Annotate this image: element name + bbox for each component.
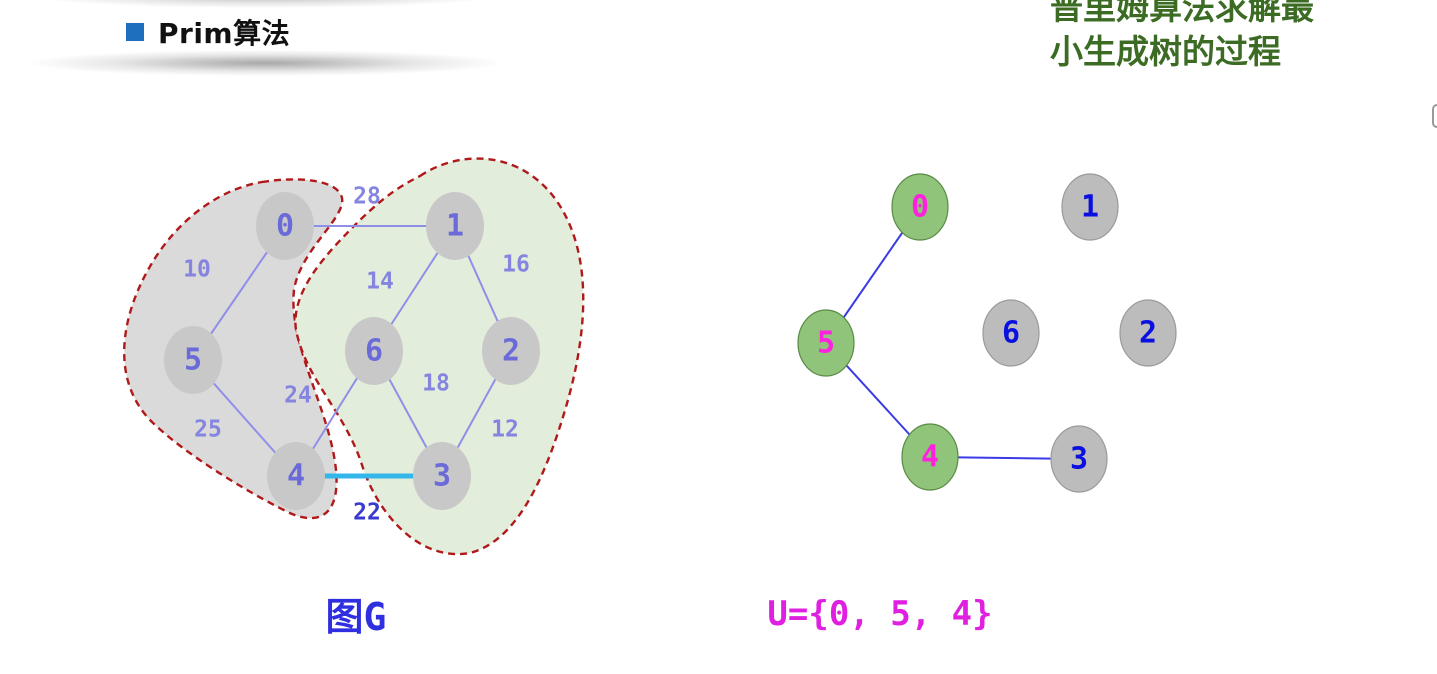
- mst-node-circle-1: [1061, 173, 1119, 241]
- mst-node-label-2: 2: [1139, 316, 1157, 351]
- mst-node-label-1: 1: [1081, 190, 1099, 225]
- graph-g-node-label-6: 6: [365, 334, 383, 369]
- mst-node-label-4: 4: [921, 440, 939, 475]
- graph-g-node-circle-5: [164, 326, 222, 394]
- caption-title-line-2: 小生成树的过程: [1050, 32, 1281, 71]
- mst-node-circle-5: [797, 309, 855, 377]
- graph-g-node-circle-4: [267, 442, 325, 510]
- mst-node-3: 3: [1050, 425, 1108, 493]
- mst-node-6: 6: [982, 299, 1040, 367]
- graph-g-node-3: 3: [413, 442, 471, 510]
- mst-node-circle-0: [891, 173, 949, 241]
- region-v-remaining: [294, 157, 585, 556]
- section-title-text: Prim算法: [158, 17, 291, 50]
- graph-g-node-circle-2: [482, 317, 540, 385]
- graph-g-edge-weight-0-5: 10: [183, 257, 211, 283]
- graph-g-node-label-2: 2: [502, 334, 520, 369]
- graph-g-node-6: 6: [345, 317, 403, 385]
- mst-node-circle-4: [901, 423, 959, 491]
- graph-g-edge-weight-0-1: 28: [353, 184, 381, 210]
- graph-g-node-label-3: 3: [433, 459, 451, 494]
- mst-node-circle-6: [982, 299, 1040, 367]
- region-u-selected: [123, 178, 344, 520]
- graph-g-node-2: 2: [482, 317, 540, 385]
- graph-g-node-label-5: 5: [184, 343, 202, 378]
- mst-node-5: 5: [797, 309, 855, 377]
- caption-title-line-1: 普里姆算法求解最: [1050, 0, 1314, 27]
- mst-node-2: 2: [1119, 299, 1177, 367]
- graph-g-node-4: 4: [267, 442, 325, 510]
- graph-g-edge-weight-4-3: 22: [353, 500, 381, 526]
- graph-g-node-circle-1: [426, 192, 484, 260]
- section-header-band: [30, 0, 500, 76]
- section-title: Prim算法: [126, 12, 290, 52]
- header-shadow-bottom: [30, 50, 500, 76]
- graph-g-edge-weight-4-6: 24: [284, 383, 312, 409]
- slide-caption-title: 普里姆算法求解最 小生成树的过程: [1050, 0, 1410, 74]
- mst-node-label-3: 3: [1070, 442, 1088, 477]
- mst-node-0: 0: [891, 173, 949, 241]
- graph-g-edge-weight-6-3: 18: [422, 371, 450, 397]
- graph-g-node-label-1: 1: [446, 209, 464, 244]
- graph-g-node-circle-3: [413, 442, 471, 510]
- bullet-square-icon: [126, 23, 144, 41]
- mst-progress-graph: 0 5 4 1 6 2 3: [797, 173, 1177, 493]
- mst-node-label-5: 5: [817, 326, 835, 361]
- graph-g-edge-weight-1-2: 16: [502, 252, 530, 278]
- scroll-edge-handle: [1432, 104, 1437, 128]
- graph-g-node-circle-6: [345, 317, 403, 385]
- graph-g-caption: 图G: [326, 595, 387, 639]
- mst-node-label-6: 6: [1002, 316, 1020, 351]
- graph-g-edge-weight-2-3: 12: [491, 417, 519, 443]
- graph-g-node-label-0: 0: [276, 209, 294, 244]
- mst-node-circle-2: [1119, 299, 1177, 367]
- set-u-caption: U={0, 5, 4}: [767, 594, 992, 634]
- mst-node-1: 1: [1061, 173, 1119, 241]
- mst-node-circle-3: [1050, 425, 1108, 493]
- mst-node-label-0: 0: [911, 190, 929, 225]
- mst-node-4: 4: [901, 423, 959, 491]
- graph-g-node-circle-0: [256, 192, 314, 260]
- header-shadow-top: [30, 0, 500, 8]
- graph-g-edge-weight-1-6: 14: [366, 269, 394, 295]
- graph-g-node-0: 0: [256, 192, 314, 260]
- graph-g-node-5: 5: [164, 326, 222, 394]
- graph-g-node-1: 1: [426, 192, 484, 260]
- graph-g-node-label-4: 4: [287, 459, 305, 494]
- graph-g-edge-weight-5-4: 25: [194, 417, 222, 443]
